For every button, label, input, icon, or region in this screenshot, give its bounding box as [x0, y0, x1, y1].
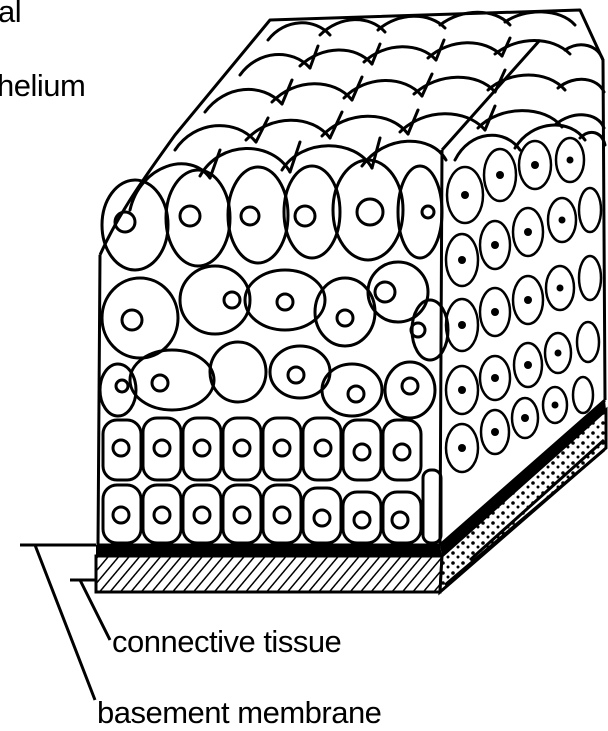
title-fragment-line2: helium	[0, 70, 85, 101]
title-fragment-line1: al	[0, 0, 21, 27]
side-face-cells	[446, 138, 601, 472]
squamous-surface-cells	[130, 12, 605, 210]
connective-tissue-label: connective tissue	[112, 626, 341, 657]
basement-membrane-leader	[20, 545, 96, 700]
basement-membrane-label: basement membrane	[97, 697, 381, 728]
basal-cuboidal-cells	[103, 418, 441, 543]
